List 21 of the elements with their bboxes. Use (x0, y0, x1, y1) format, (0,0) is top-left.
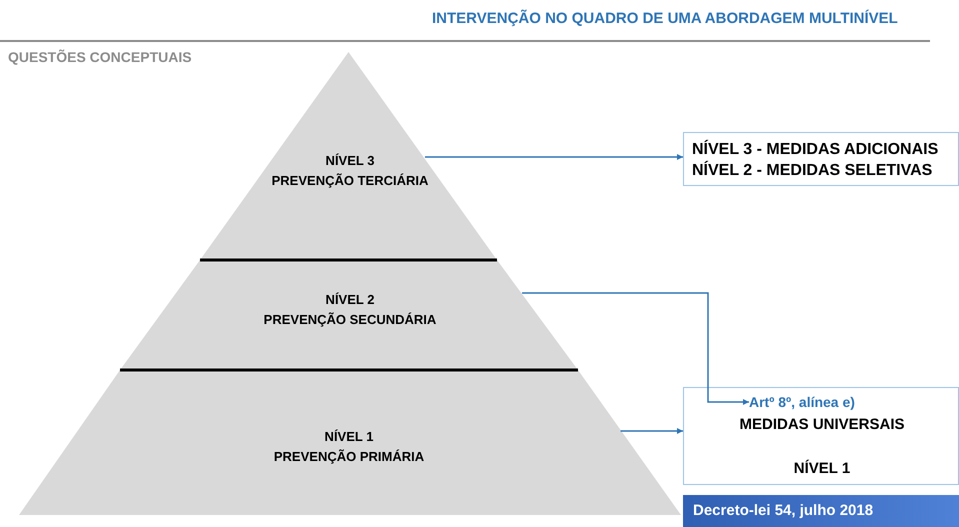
level-text: PREVENÇÃO TERCIÁRIA (272, 173, 428, 188)
measure-text: NÍVEL 1 (794, 460, 850, 477)
measure-text: MEDIDAS UNIVERSAIS (739, 416, 905, 433)
level-heading: NÍVEL 1 (324, 429, 374, 444)
arrow (522, 292, 749, 405)
level-text: PREVENÇÃO SECUNDÁRIA (264, 312, 436, 327)
article-reference: Artº 8º, alínea e) (749, 394, 855, 410)
measures-box (683, 132, 959, 186)
title: INTERVENÇÃO NO QUADRO DE UMA ABORDAGEM MULTINÍVEL (432, 10, 898, 27)
level-heading: NÍVEL 3 (326, 153, 374, 168)
pyramid-level (19, 370, 681, 515)
measure-text: NÍVEL 3 - MEDIDAS ADICIONAIS (692, 141, 938, 159)
pyramid-level (120, 260, 578, 370)
arrow (424, 154, 683, 160)
measures-box (683, 387, 959, 485)
measure-text: NÍVEL 2 - MEDIDAS SELETIVAS (692, 162, 932, 180)
source-banner: Decreto-lei 54, julho 2018 (683, 495, 959, 527)
level-text: PREVENÇÃO PRIMÁRIA (274, 449, 424, 464)
level-heading: NÍVEL 2 (326, 292, 374, 307)
pyramid-level (200, 52, 497, 260)
arrow (620, 428, 683, 434)
